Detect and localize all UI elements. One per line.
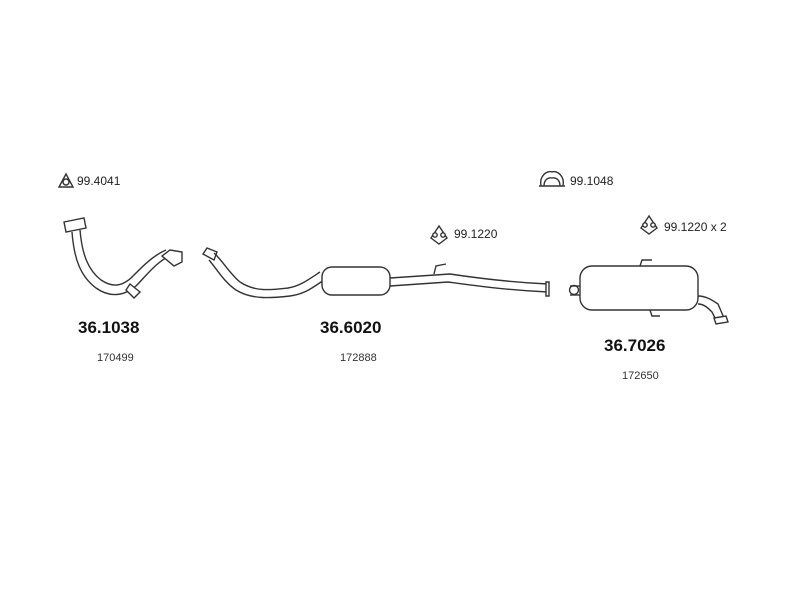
rear-silencer-reference: 172650 (622, 370, 659, 382)
rear-silencer-part-number: 36.7026 (604, 336, 666, 355)
hanger-pair-part-number: 99.1220 x 2 (664, 220, 727, 234)
rear-silencer-drawing (568, 259, 729, 325)
middle-silencer-part-number: 36.6020 (320, 318, 382, 337)
gasket-part-number: 99.4041 (77, 174, 121, 188)
rubber-hanger-pair-icon (640, 214, 658, 235)
gasket-icon (57, 172, 75, 188)
front-pipe-part-number: 36.1038 (78, 318, 140, 337)
middle-silencer-drawing (201, 247, 550, 299)
hanger-part-number: 99.1220 (454, 227, 498, 241)
rubber-hanger-icon (430, 224, 448, 245)
middle-silencer-reference: 172888 (340, 352, 377, 364)
clamp-part-number: 99.1048 (570, 174, 614, 188)
front-pipe-reference: 170499 (97, 352, 134, 364)
front-pipe-drawing (63, 217, 183, 299)
clamp-icon (539, 170, 565, 187)
